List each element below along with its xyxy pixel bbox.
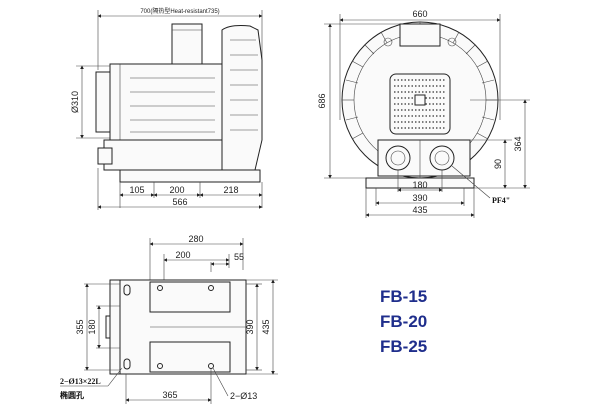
slot-hole-note: 2−Ø13×22L xyxy=(60,377,101,386)
side-d200: 200 xyxy=(169,185,184,195)
front-view: 660 686 xyxy=(317,9,530,218)
front-d364: 364 xyxy=(513,136,523,151)
round-hole-note: 2−Ø13 xyxy=(230,391,257,401)
base-d390: 390 xyxy=(245,319,255,334)
front-terminal-box xyxy=(399,23,441,47)
front-d90: 90 xyxy=(493,159,503,169)
motor-end-cap xyxy=(95,71,111,133)
terminal-box xyxy=(171,23,203,69)
base-d435: 435 xyxy=(261,319,271,334)
base-d55: 55 xyxy=(234,252,244,262)
front-base xyxy=(365,177,475,189)
base-d365: 365 xyxy=(162,390,177,400)
model-label-3: FB-25 xyxy=(380,337,427,356)
base-d180: 180 xyxy=(87,319,97,334)
inlet-port xyxy=(385,145,411,171)
side-top-dim: 700(隔热型Heat-resistant735) xyxy=(140,7,219,15)
front-d435: 435 xyxy=(412,205,427,215)
base-view: 280 200 55 355 180 390 xyxy=(60,234,278,404)
front-d180: 180 xyxy=(412,180,427,190)
slot-hole xyxy=(123,284,131,296)
junction-box xyxy=(103,139,223,171)
slot-hole-desc: 椭圆孔 xyxy=(60,390,84,400)
base-feet xyxy=(119,169,261,183)
model-label-1: FB-15 xyxy=(380,287,427,306)
port-spec: PF4" xyxy=(492,196,510,205)
base-d355: 355 xyxy=(75,319,85,334)
side-dia-dim: Ø310 xyxy=(70,91,80,113)
front-d660: 660 xyxy=(412,9,427,19)
base-d200: 200 xyxy=(175,250,190,260)
model-label-2: FB-20 xyxy=(380,312,427,331)
model-list: FB-15 FB-20 FB-25 xyxy=(380,287,427,356)
front-d390: 390 xyxy=(412,193,427,203)
side-view: 700(隔热型Heat-resistant735) Ø310 xyxy=(70,7,263,210)
motor-body xyxy=(109,63,223,141)
base-d280: 280 xyxy=(188,234,203,244)
front-d686: 686 xyxy=(317,93,327,108)
base-rail-bottom xyxy=(149,341,231,373)
outlet-port xyxy=(429,145,455,171)
impeller-housing-side xyxy=(221,25,263,171)
round-hole xyxy=(208,285,214,291)
side-d105: 105 xyxy=(129,185,144,195)
side-d218: 218 xyxy=(223,185,238,195)
radial-fins xyxy=(342,22,498,140)
base-rail-top xyxy=(149,281,231,313)
side-d566: 566 xyxy=(172,197,187,207)
